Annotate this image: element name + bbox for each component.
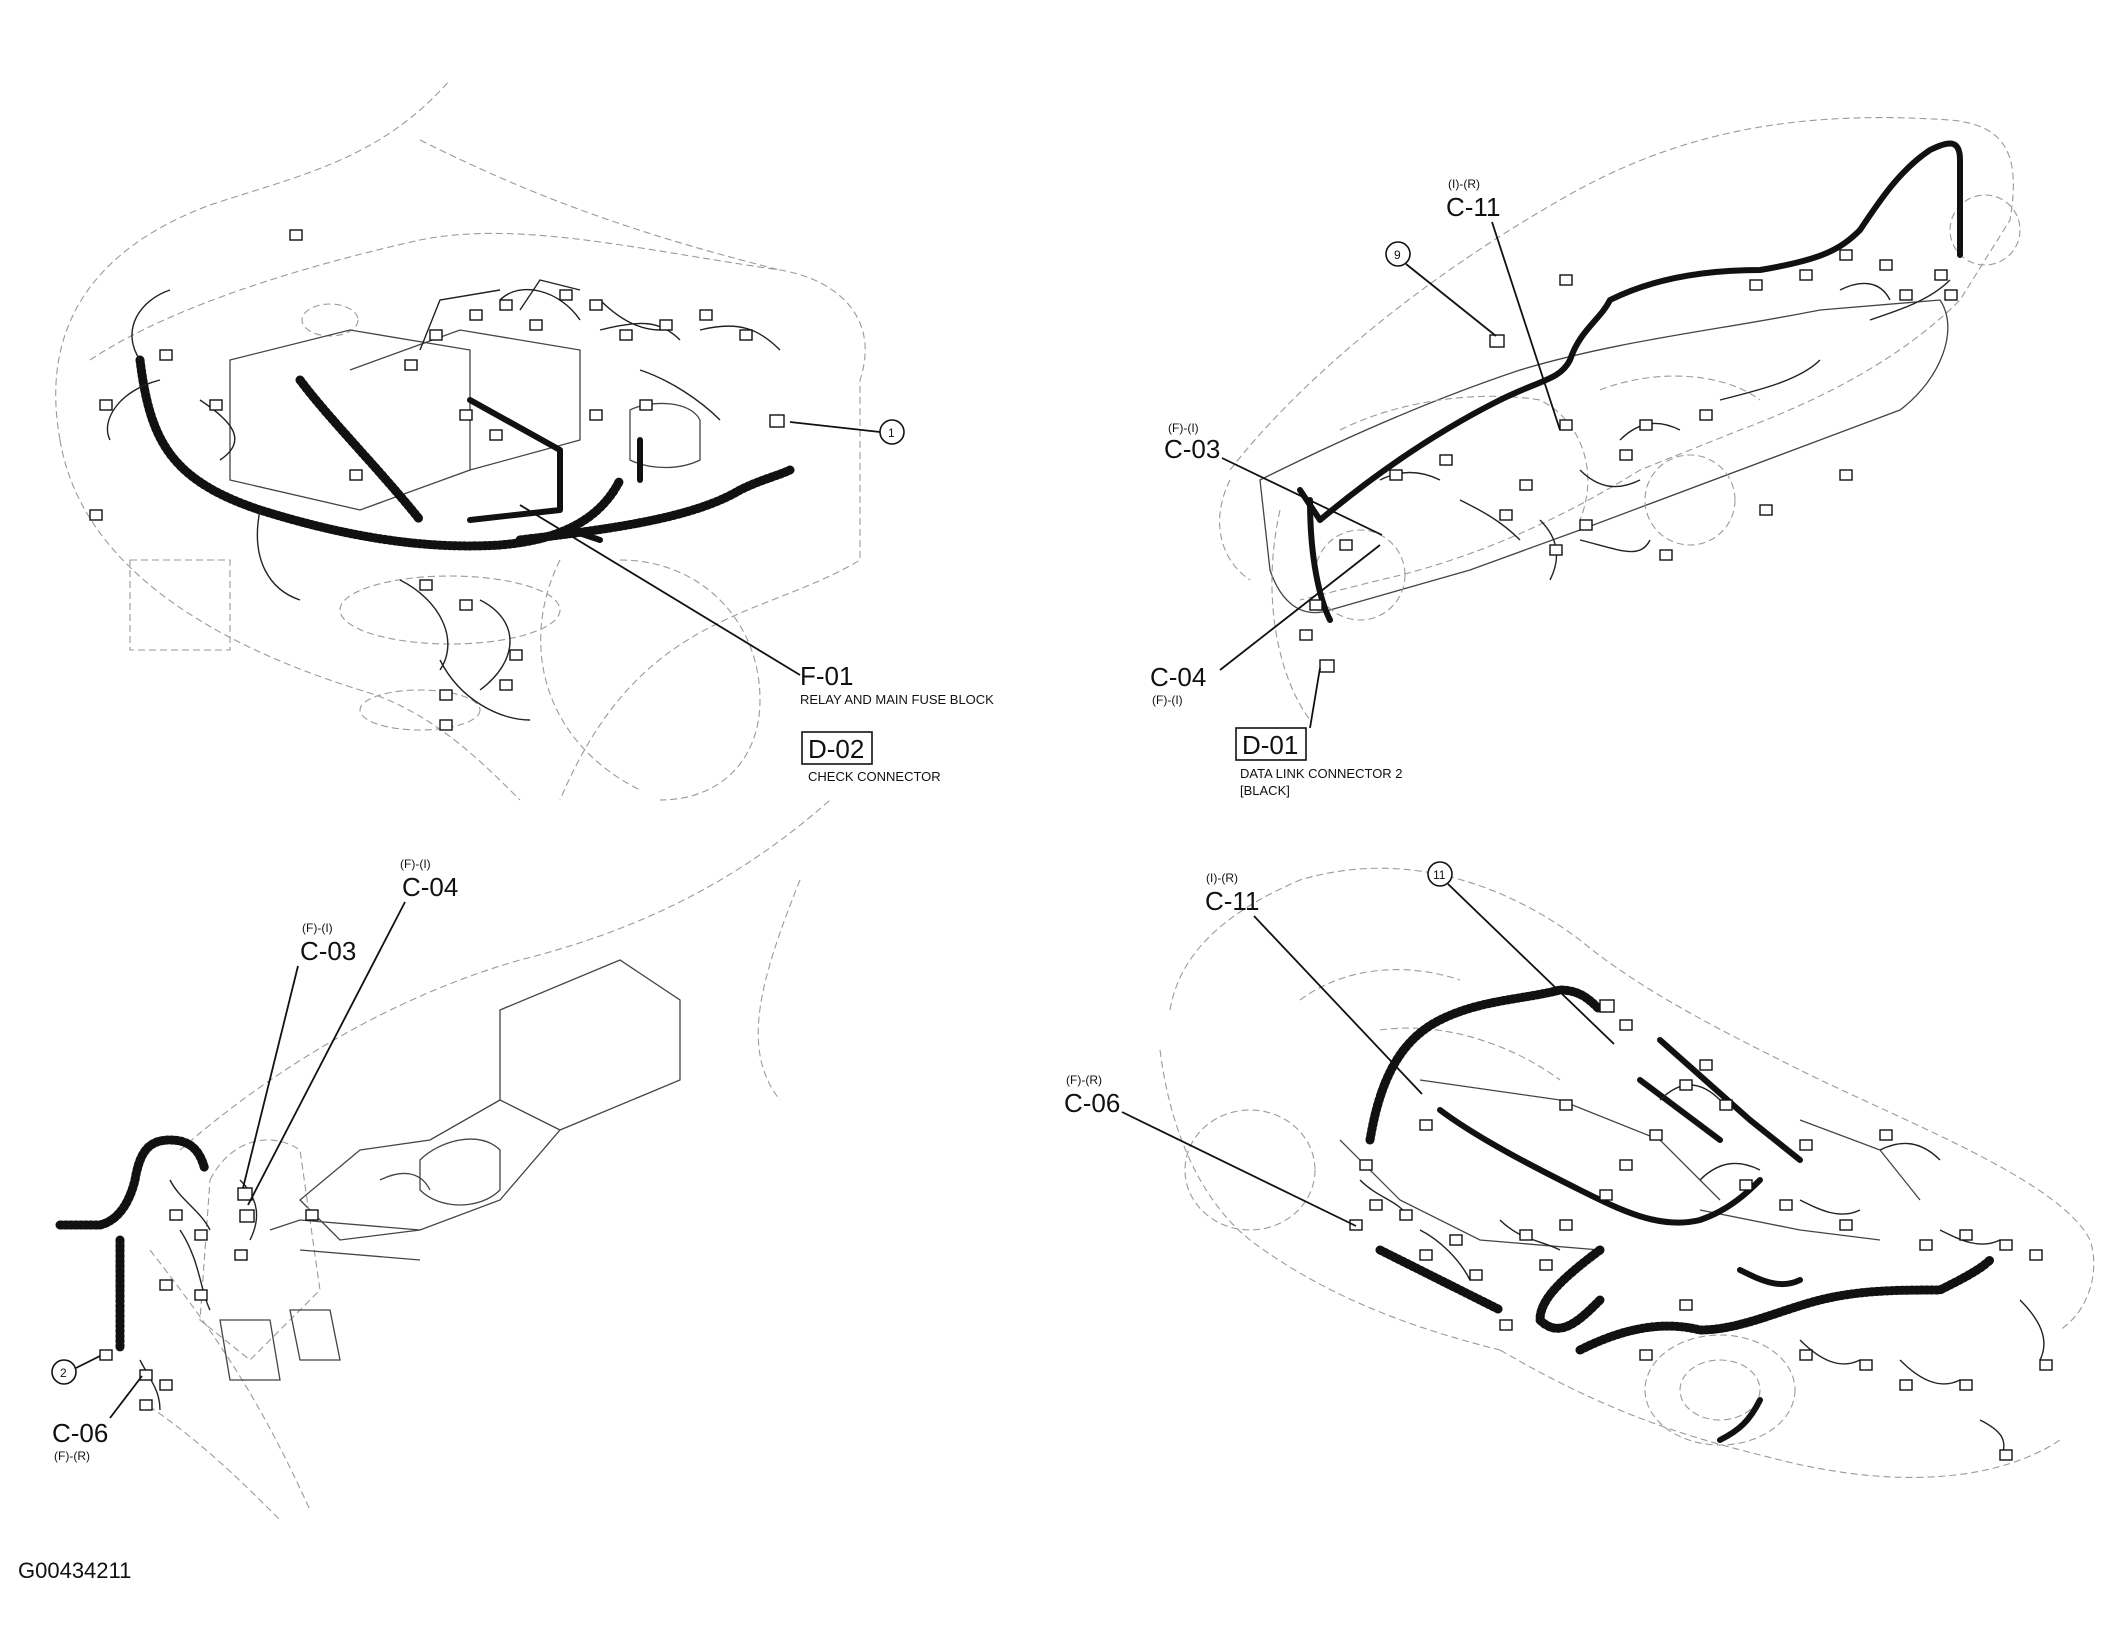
body-c06-code: C-06 (1064, 1088, 1120, 1118)
foot-c03-pos: (F)-(I) (302, 921, 333, 935)
foot-c06-pos: (F)-(R) (54, 1449, 90, 1463)
foot-c06-code: C-06 (52, 1418, 108, 1448)
f01-desc: RELAY AND MAIN FUSE BLOCK (800, 692, 994, 707)
foot-c03-code: C-03 (300, 936, 356, 966)
engine-connectors (89, 229, 785, 731)
dash-c04-code: C-04 (1150, 662, 1206, 692)
d01-desc2: [BLACK] (1240, 783, 1290, 798)
callout-9 (1385, 241, 1411, 267)
dashboard-connectors (1299, 249, 1958, 673)
dash-c03-pos: (F)-(I) (1168, 421, 1199, 435)
callout-11-label: 11 (1433, 868, 1446, 882)
body-connectors (1349, 999, 2053, 1461)
d01-box (1235, 727, 1307, 761)
body-c11-code: C-11 (1205, 886, 1259, 916)
foot-c04-code: C-04 (402, 872, 458, 902)
callout-1 (879, 419, 905, 445)
callout-9-label: 9 (1394, 248, 1401, 262)
callout-1-label: 1 (888, 426, 895, 440)
foot-c04-pos: (F)-(I) (400, 857, 431, 871)
dash-c11-code: C-11 (1446, 192, 1500, 222)
body-c11-pos: (I)-(R) (1206, 871, 1238, 885)
d01-code: D-01 (1242, 730, 1298, 760)
footwell-panel: (F)-(I) C-04 (F)-(I) C-03 2 C-06 (F)-(R) (51, 799, 831, 1521)
f01-code: F-01 (800, 661, 853, 691)
dash-c03-code: C-03 (1164, 434, 1220, 464)
callout-2-label: 2 (60, 1366, 67, 1380)
dash-c11-pos: (I)-(R) (1448, 177, 1480, 191)
d02-desc: CHECK CONNECTOR (808, 769, 941, 784)
footwell-connectors (99, 1187, 319, 1411)
d02-box (801, 731, 873, 765)
figure-id: G00434211 (18, 1558, 131, 1583)
engine-compartment-panel: F-01 RELAY AND MAIN FUSE BLOCK D-02 CHEC… (55, 79, 994, 801)
body-c06-pos: (F)-(R) (1066, 1073, 1102, 1087)
dashboard-panel: 9 (I)-(R) C-11 (F)-(I) C-03 C-04 (F)-(I)… (1150, 117, 2021, 798)
body-panel: (I)-(R) C-11 11 (F)-(R) C-06 (1064, 861, 2095, 1478)
callout-11 (1427, 861, 1453, 887)
callout-2 (51, 1359, 77, 1385)
d02-code: D-02 (808, 734, 864, 764)
dash-c04-pos: (F)-(I) (1152, 693, 1183, 707)
d01-desc1: DATA LINK CONNECTOR 2 (1240, 766, 1403, 781)
